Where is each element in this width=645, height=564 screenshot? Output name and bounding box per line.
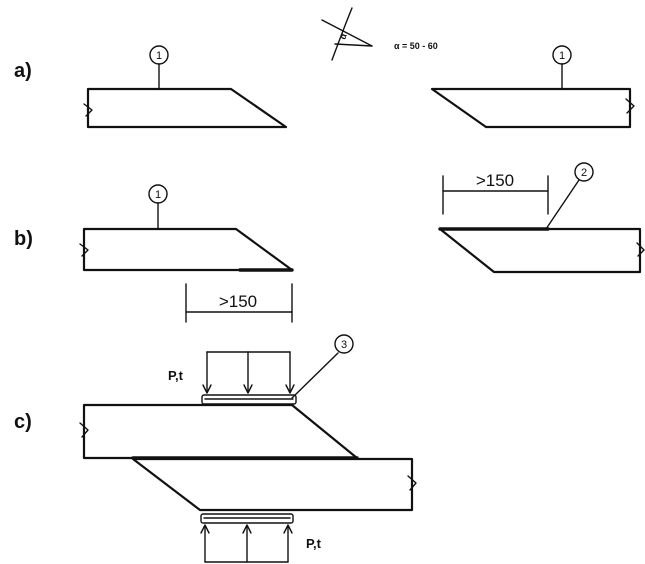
row-label-c: c) [14,411,32,433]
row-a-left-break-mark [83,103,93,117]
row-c-bottom-load-label: P,t [306,536,322,551]
row-label-a: a) [14,60,32,82]
row-c-lower-break-mark [407,475,417,491]
angle-arc [331,7,353,61]
row-a-left-marker [149,45,169,65]
row-b-right-outline [438,227,642,274]
row-b-left-bar: 1 [79,184,294,272]
row-c-upper-break-mark [79,422,89,438]
row-b-right-marker [574,162,594,182]
row-c-bottom-arrowhead-2 [242,524,252,534]
row-a-right-bar: 1 [430,45,635,129]
row-c-upper-outline [82,403,359,460]
row-b-right-leader [545,179,580,230]
angle-sketch: α α = 50 - 60 [321,7,438,61]
row-label-b: b) [14,228,33,250]
row-a-left-marker-number: 1 [156,50,162,62]
row-a-right-marker [552,45,572,65]
row-c-top-arrowhead-1 [202,384,212,394]
row-b-left-marker-number: 1 [155,189,161,201]
angle-symbol: α [337,32,348,41]
row-b-right-dimension: >150 [442,171,549,215]
row-b-left-outline [82,227,294,272]
row-c-top-arrowhead-2 [243,384,253,394]
row-a-right-marker-number: 1 [559,50,565,62]
row-c-marker [334,334,354,354]
row-c-top-arrowhead-3 [285,384,295,394]
row-a-left-outline [86,87,288,129]
row-c-bottom-arrowhead-1 [200,524,210,534]
row-b-right-marker-number: 2 [581,167,587,179]
angle-ray-upper [321,19,373,47]
row-a-right-outline [430,87,632,129]
row-c-lower-outline [131,457,414,512]
row-c-marker-number: 3 [341,339,347,351]
row-b-left-dimension: >150 [185,283,293,323]
row-b-left-dim-label: >150 [219,292,257,311]
row-c-assembly: P,t 3 P,t [79,334,417,563]
row-a-right-break-mark [625,98,635,114]
row-a-left-bar: 1 [83,45,288,129]
row-b-left-marker [148,184,168,204]
row-b-left-break-mark [79,243,89,257]
row-c-bottom-arrowhead-3 [283,524,293,534]
row-c-top-load-label: P,t [168,368,184,383]
row-b-right-bar: 2 [438,162,645,274]
angle-note: α = 50 - 60 [394,41,438,51]
row-b-right-break-mark [636,242,645,257]
row-c-marker-leader [291,352,339,399]
angle-ray-lower [334,43,373,47]
row-b-right-dim-label: >150 [476,171,514,190]
